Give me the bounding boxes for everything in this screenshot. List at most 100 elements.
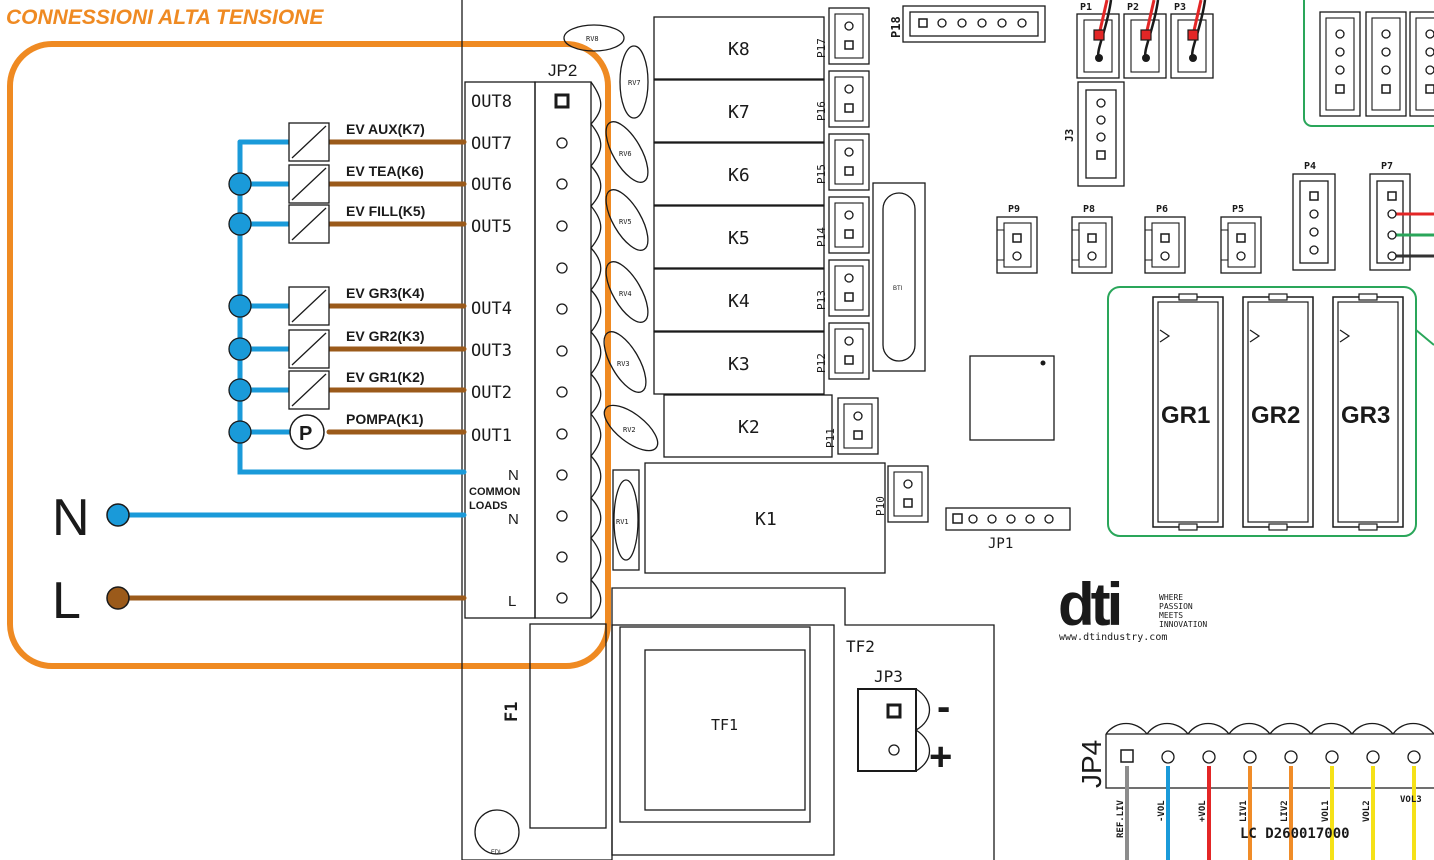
p4-label: P4 [1304, 161, 1316, 172]
relay-connector [837, 397, 879, 455]
relay-label: K6 [728, 165, 750, 186]
load-label: EV GR2(K3) [346, 328, 425, 344]
varistor [605, 121, 649, 183]
load-label: EV TEA(K6) [346, 163, 424, 179]
relay-body [653, 205, 825, 269]
varistor [563, 24, 625, 52]
jp4-label: JP4 [1076, 740, 1107, 788]
jp4-pin-label: VOL1 [1321, 800, 1331, 822]
relay-connector-label: P13 [815, 290, 828, 310]
jp2-pin [556, 510, 568, 522]
bti-label: BTI [893, 286, 903, 292]
pump-symbol [289, 414, 325, 450]
bti-component: BTI [872, 182, 926, 372]
relay-connector [828, 7, 870, 65]
dti-logo-mark: dti [1058, 571, 1120, 638]
relay-label: K3 [728, 354, 750, 375]
jp2-label: JP2 [548, 61, 577, 80]
load-label: EV GR3(K4) [346, 285, 425, 301]
jp2-pin [556, 469, 568, 481]
j3-connector: J3 [1063, 81, 1125, 187]
tf1-label: TF1 [711, 716, 738, 734]
jp2-loads-label: LOADS [469, 500, 508, 512]
jp4-pin-label: LIV1 [1239, 800, 1249, 822]
junction-node [228, 378, 252, 402]
dti-logo: dti WHERE PASSION MEETS INNOVATION www.d… [1058, 571, 1207, 643]
line-label: L [52, 572, 81, 630]
board-code: LC D260017000 [1240, 826, 1350, 842]
junction-node [228, 420, 252, 444]
jp2-pin [556, 137, 568, 149]
varistor [605, 189, 649, 251]
relay-connector [828, 259, 870, 317]
relay-connector-label: P14 [815, 227, 828, 247]
junction-node [228, 294, 252, 318]
relay-body [653, 79, 825, 143]
relay-connector-label: P16 [815, 101, 828, 121]
jp4-pin-label: +VOL [1198, 800, 1208, 822]
p18-connector: P18 [889, 5, 1046, 43]
relay-label: K1 [755, 509, 777, 530]
fdi-label: FDI [491, 850, 501, 856]
jp2-pin [556, 592, 568, 604]
load-label: EV AUX(K7) [346, 121, 425, 137]
neutral-terminal [106, 503, 130, 527]
junction-node [228, 212, 252, 236]
load-label: EV GR1(K2) [346, 369, 425, 385]
jp3-minus-sign: - [937, 685, 950, 729]
relay-body [663, 394, 833, 458]
jp2-output-label: OUT8 [471, 92, 512, 112]
jp2-pin [556, 303, 568, 315]
jp1-connector: JP1 [945, 507, 1071, 552]
relay-connector [828, 70, 870, 128]
jp2-output-label: OUT1 [471, 426, 512, 446]
board-outline [461, 0, 995, 860]
jp4-pin-label: VOL2 [1362, 800, 1372, 822]
relay-connector-label: P11 [824, 428, 837, 448]
load-label: POMPA(K1) [346, 411, 424, 427]
varistor-label: RV4 [619, 290, 632, 298]
p7-label: P7 [1381, 161, 1393, 172]
varistor-label: RV3 [617, 360, 630, 368]
jp2-pin [556, 262, 568, 274]
jp2-pin [556, 551, 568, 563]
relay-body [653, 331, 825, 395]
junction-node [228, 172, 252, 196]
jp2-pin [556, 178, 568, 190]
fuse-label: F1 [502, 702, 522, 722]
relay-label: K8 [728, 39, 750, 60]
group-label: GR1 [1161, 402, 1210, 429]
jp4-pin-label: VOL3 [1400, 795, 1422, 805]
p7-connector: P7 [1369, 161, 1434, 271]
varistor [613, 479, 639, 561]
relay-body [644, 462, 886, 574]
jp2-pin [556, 386, 568, 398]
jp2-output-label: OUT3 [471, 341, 512, 361]
neutral-label: N [52, 489, 90, 547]
j3-label: J3 [1063, 129, 1076, 142]
jp1-label: JP1 [988, 536, 1013, 552]
jp2-common-label: COMMON [469, 486, 520, 498]
p5-label: P5 [1232, 204, 1244, 215]
jp2-n-top: N [508, 467, 519, 484]
page-title: CONNESSIONI ALTA TENSIONE [6, 6, 324, 29]
tf2-label: TF2 [846, 637, 875, 656]
fdi-component: FDI [474, 809, 520, 856]
relay-label: K4 [728, 291, 750, 312]
jp2-pin [556, 345, 568, 357]
high-voltage-frame [7, 41, 611, 669]
relay-label: K7 [728, 102, 750, 123]
jp4-pin-label: LIV2 [1280, 800, 1290, 822]
relay-body [653, 142, 825, 206]
varistor-label: RV5 [619, 218, 632, 226]
varistor-label: RV1 [616, 518, 629, 526]
relay-connector-label: P10 [874, 496, 887, 516]
varistor-label: RV6 [619, 150, 632, 158]
transformer-section: TF1 TF2 JP3 - + [711, 637, 952, 779]
